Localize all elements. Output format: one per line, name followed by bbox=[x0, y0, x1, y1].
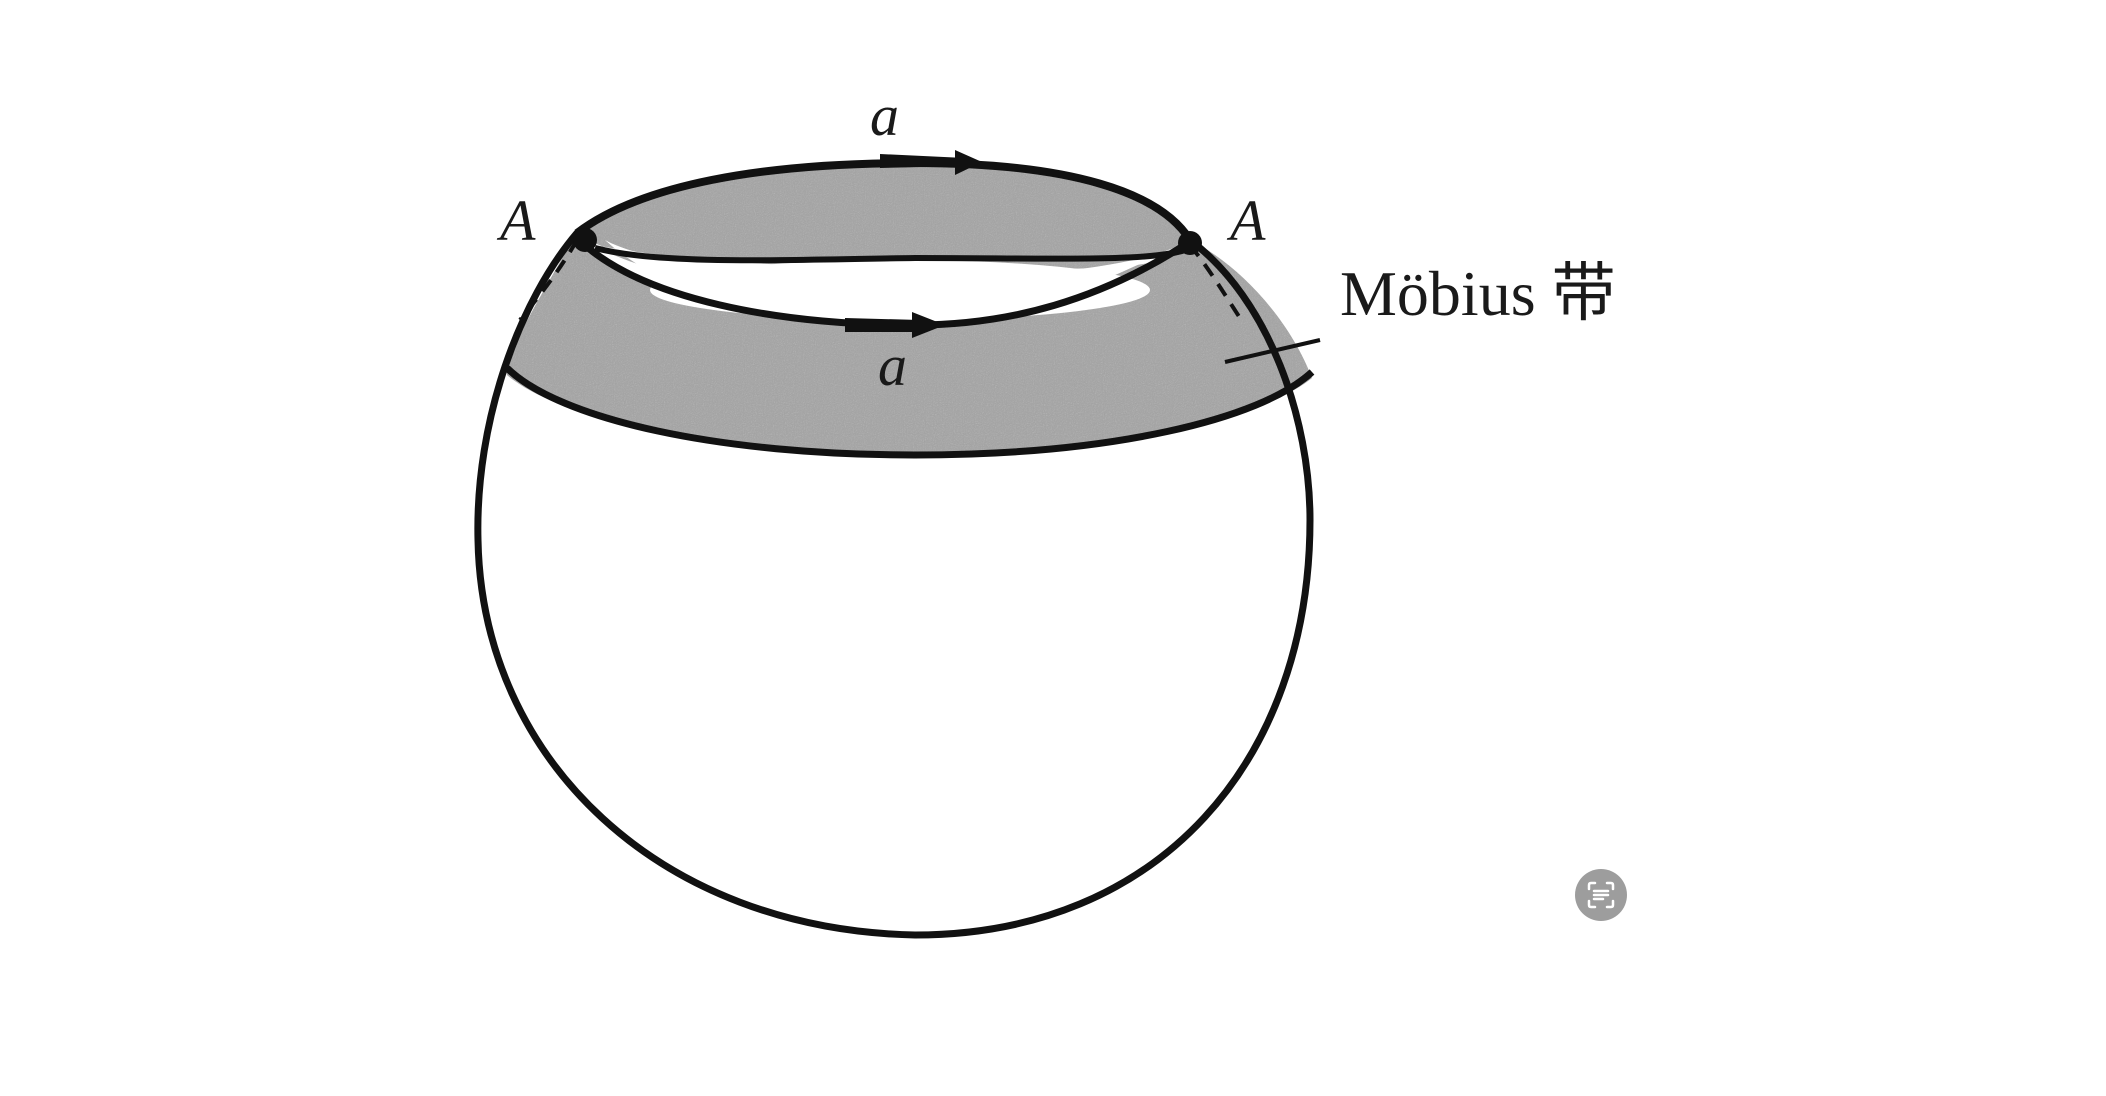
text-scan-button[interactable] bbox=[1575, 869, 1627, 921]
ring-opening-center bbox=[650, 260, 1150, 320]
arrow-top bbox=[880, 154, 965, 168]
sphere-outline bbox=[474, 229, 1314, 939]
arrow-bottom-head bbox=[912, 312, 945, 338]
hidden-edge-left bbox=[518, 239, 579, 322]
label-point-a-right: A bbox=[1226, 188, 1266, 253]
label-edge-a-top: a bbox=[870, 83, 899, 148]
point-a-left bbox=[573, 228, 597, 252]
point-a-right bbox=[1178, 231, 1202, 255]
arrow-top-head bbox=[955, 150, 982, 175]
band-leader-line bbox=[1224, 338, 1321, 364]
label-mobius-band: Möbius 带 bbox=[1340, 258, 1616, 329]
band-lower-edge bbox=[504, 365, 1315, 459]
label-point-a-left: A bbox=[496, 188, 536, 253]
ring-inner-top bbox=[594, 245, 1186, 264]
text-scan-icon bbox=[1587, 881, 1615, 909]
label-edge-a-bottom: a bbox=[878, 333, 907, 398]
arrow-bottom bbox=[845, 318, 920, 332]
